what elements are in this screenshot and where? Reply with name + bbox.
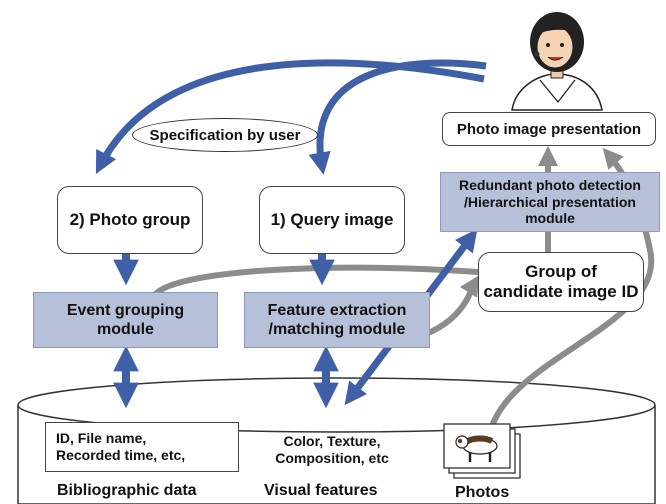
photo-presentation-label: Photo image presentation (456, 120, 642, 138)
redundant-line-3: module (525, 210, 575, 227)
query-image-box: 1) Query image (259, 186, 405, 254)
visual-features-label: Visual features (264, 482, 378, 499)
photo-stack-icon (443, 423, 521, 479)
feature-extraction-line-1: Feature extraction (267, 301, 407, 319)
feature-extraction-line-2: /matching module (268, 321, 406, 338)
event-grouping-line-2: module (97, 321, 154, 338)
bibliographic-fields-box: ID, File name, Recorded time, etc, (45, 422, 239, 472)
feature-extraction-module: Feature extraction /matching module (244, 292, 430, 348)
user-to-query-arrow (308, 59, 487, 175)
visual-line-1: Color, Texture, (283, 433, 381, 450)
event-grouping-module: Event grouping module (33, 292, 218, 348)
user-specification-ellipse: Specification by user (132, 118, 318, 152)
visual-line-2: Composition, etc (275, 450, 389, 466)
candidate-line-2: candidate image ID (483, 282, 639, 301)
user-specification-label: Specification by user (149, 126, 301, 144)
biblio-line-2: Recorded time, etc, (56, 447, 186, 463)
query-image-label: 1) Query image (270, 210, 394, 229)
photo-group-label: 2) Photo group (69, 210, 191, 229)
user-avatar-icon (511, 12, 603, 111)
photo-group-box: 2) Photo group (57, 186, 203, 254)
user-to-photo-group-arrow (95, 59, 485, 174)
photos-label: Photos (455, 484, 510, 501)
redundant-detection-module: Redundant photo detection /Hierarchical … (440, 172, 660, 232)
photo-presentation-box: Photo image presentation (442, 112, 656, 146)
redundant-line-1: Redundant photo detection (459, 176, 641, 193)
biblio-line-1: ID, File name, (56, 430, 147, 447)
bibliographic-data-label: Bibliographic data (57, 482, 197, 499)
candidate-line-1: Group of (525, 261, 597, 281)
event-grouping-line-1: Event grouping (66, 301, 185, 319)
visual-features-text: Color, Texture, Composition, etc (258, 428, 406, 472)
redundant-line-2: /Hierarchical presentation (464, 193, 636, 210)
candidate-group-box: Group of candidate image ID (478, 252, 644, 312)
